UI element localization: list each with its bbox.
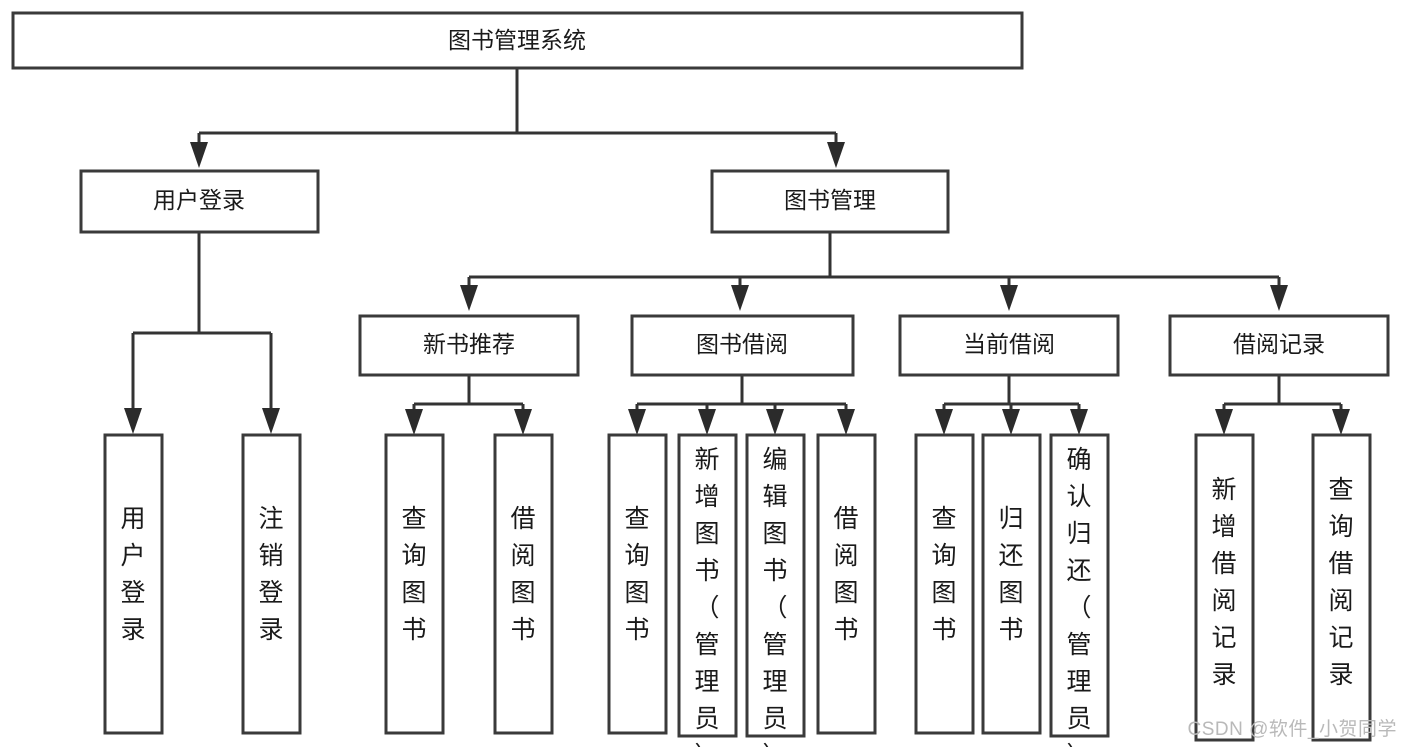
leaf-book-borrow-2[interactable]: 编辑图书（管理员） [745,433,806,747]
leaf-current-borrow-2[interactable]: 确认归还（管理员） [1049,433,1110,747]
node-current-borrow-label: 当前借阅 [963,331,1055,357]
leaf-label: 注销登录 [258,505,283,644]
node-book-manage[interactable]: 图书管理 [710,169,950,234]
node-book-borrow-label: 图书借阅 [696,331,788,357]
connector-book-manage-to-level3 [460,232,1288,311]
node-book-borrow[interactable]: 图书借阅 [630,314,855,377]
leaf-new-book-1[interactable]: 借阅图书 [493,433,554,735]
leaf-book-borrow-1[interactable]: 新增图书（管理员） [677,433,738,747]
leaf-label: 查询图书 [401,505,426,644]
connector-borrow-records-to-leaves [1215,375,1350,435]
node-new-book-recommend[interactable]: 新书推荐 [358,314,580,377]
leaf-user-login-1[interactable]: 注销登录 [241,433,302,735]
node-book-manage-label: 图书管理 [784,187,876,213]
connector-new-book-to-leaves [405,375,532,435]
connector-root-to-level2 [190,68,845,168]
node-root-label: 图书管理系统 [448,27,586,53]
leaf-label: 确认归还（管理员） [1066,446,1091,747]
leaf-label: 借阅图书 [510,505,535,644]
leaf-label: 查询图书 [624,505,649,644]
connector-book-borrow-to-leaves [628,375,855,435]
leaf-borrow-records-0[interactable]: 新增借阅记录 [1194,433,1255,742]
node-borrow-records[interactable]: 借阅记录 [1168,314,1390,377]
leaf-user-login-0[interactable]: 用户登录 [103,433,164,735]
leaf-label: 借阅图书 [833,505,858,644]
leaf-label: 编辑图书（管理员） [762,446,787,747]
leaf-book-borrow-0[interactable]: 查询图书 [607,433,668,735]
node-new-book-recommend-label: 新书推荐 [423,331,515,357]
node-borrow-records-label: 借阅记录 [1233,331,1325,357]
node-user-login[interactable]: 用户登录 [79,169,320,234]
leaf-label: 新增图书（管理员） [694,446,719,747]
node-user-login-label: 用户登录 [153,187,245,213]
leaf-label: 归还图书 [998,505,1023,644]
leaf-borrow-records-1[interactable]: 查询借阅记录 [1311,433,1372,742]
connector-current-borrow-to-leaves [935,375,1088,435]
leaf-label: 新增借阅记录 [1211,476,1236,689]
node-root[interactable]: 图书管理系统 [11,11,1024,70]
leaf-current-borrow-1[interactable]: 归还图书 [981,433,1042,735]
leaf-new-book-0[interactable]: 查询图书 [384,433,445,735]
leaf-current-borrow-0[interactable]: 查询图书 [914,433,975,735]
node-current-borrow[interactable]: 当前借阅 [898,314,1120,377]
leaf-label: 查询借阅记录 [1328,476,1353,689]
leaf-label: 查询图书 [931,505,956,644]
leaf-book-borrow-3[interactable]: 借阅图书 [816,433,877,735]
leaf-label: 用户登录 [120,505,145,644]
connector-user-login-to-leaves [124,232,280,434]
